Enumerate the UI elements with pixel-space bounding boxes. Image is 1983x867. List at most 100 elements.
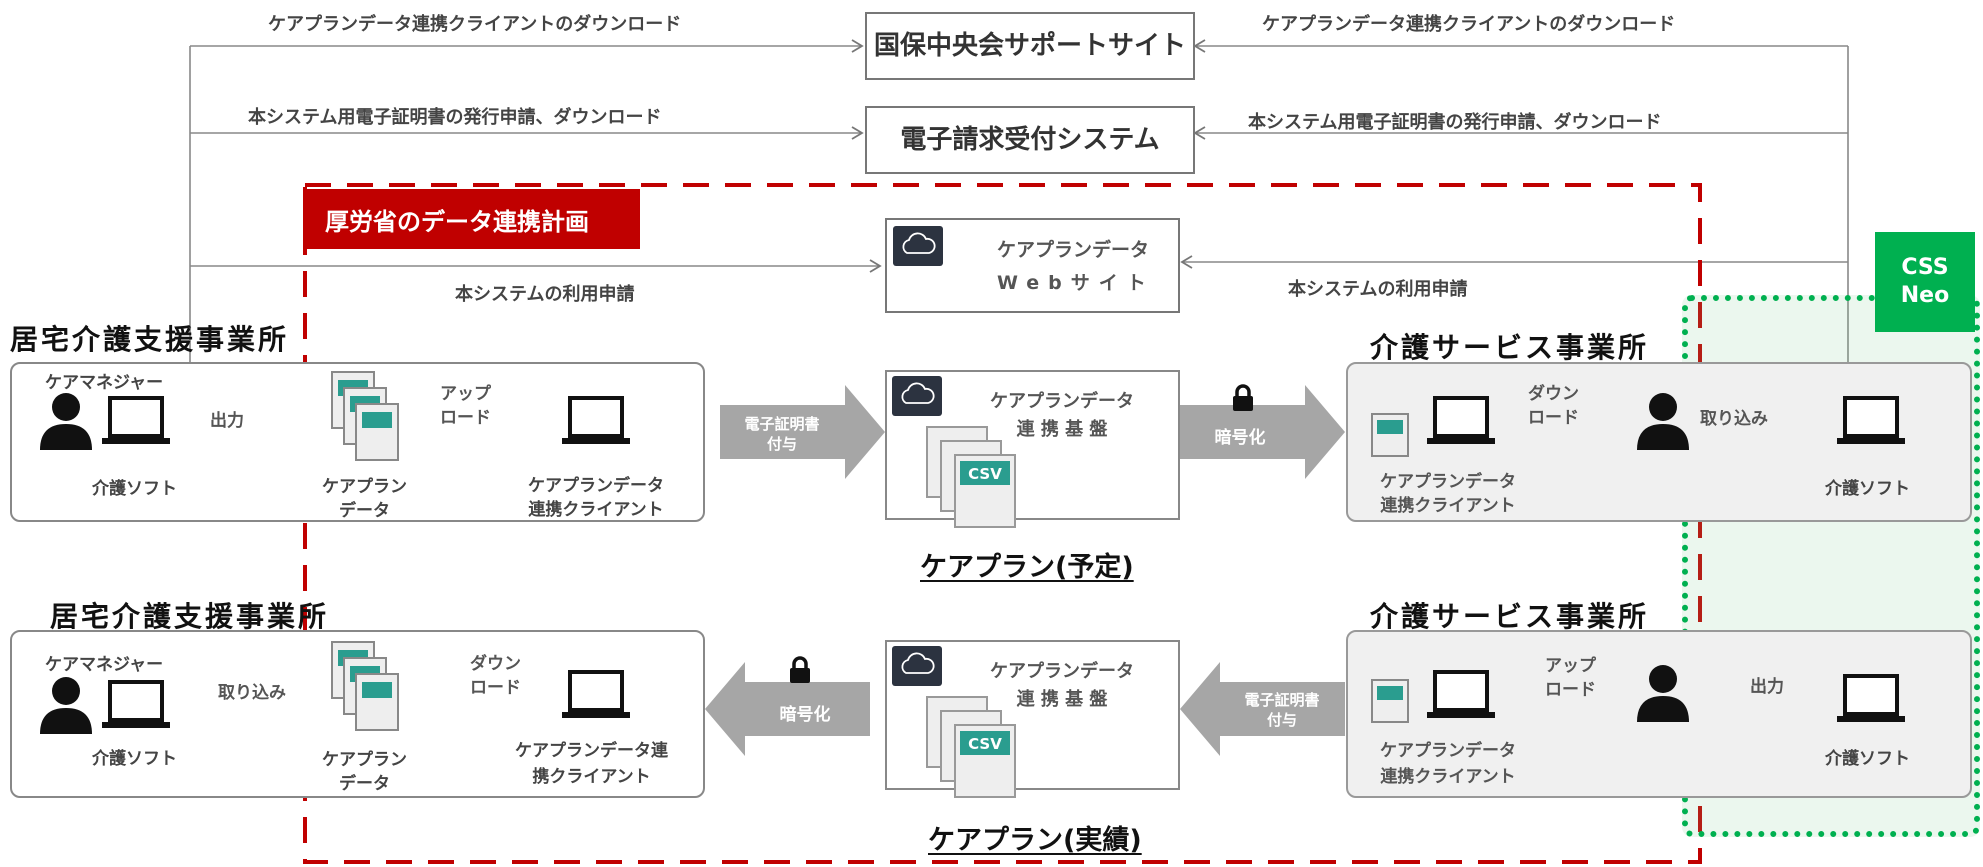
encrypt-label-top: 暗号化 xyxy=(1214,428,1266,448)
download-top-1: ダウン xyxy=(1528,384,1579,404)
platform-label-bottom: ケアプランデータ 連 携 基 盤 xyxy=(990,658,1134,714)
cert-top-1: 電子証明書 xyxy=(744,415,820,433)
website-label-1: ケアプランデータ xyxy=(997,239,1150,261)
link-label-cert-right: 本システム用電子証明書の発行申請、ダウンロード xyxy=(1248,112,1662,133)
upload-bottom-2: ロード xyxy=(1545,680,1596,700)
careplan-data-top-1: ケアプラン xyxy=(322,477,407,497)
upload-label-top-2: ロード xyxy=(440,408,491,428)
careplan-plan-title: ケアプラン(予定) xyxy=(920,552,1134,583)
import-label-top: 取り込み xyxy=(1700,409,1768,429)
service-heading-bottom: 介護サービス事業所 xyxy=(1370,600,1650,633)
platform-bottom-1: ケアプランデータ xyxy=(990,661,1134,682)
css-neo-line1: CSS xyxy=(1901,255,1949,280)
link-label-apply-right: 本システムの利用申請 xyxy=(1288,279,1468,300)
document-icon xyxy=(1371,413,1409,457)
cert-bottom-1: 電子証明書 xyxy=(1244,691,1320,709)
link-label-client-download-left: ケアプランデータ連携クライアントのダウンロード xyxy=(268,14,682,35)
svc-client-top-2: 連携クライアント xyxy=(1380,496,1516,516)
laptop-icon xyxy=(102,680,170,728)
upload-label-top: アップ ロード xyxy=(440,382,491,430)
link-label-apply-left: 本システムの利用申請 xyxy=(455,284,635,305)
laptop-icon xyxy=(562,670,630,718)
person-icon xyxy=(40,393,92,450)
platform-top-2: 連 携 基 盤 xyxy=(1016,419,1108,440)
careplan-website-box[interactable]: ケアプランデータ Webサイト xyxy=(885,218,1180,313)
kaigo-soft-label-bottom: 介護ソフト xyxy=(92,749,177,769)
laptop-icon xyxy=(1837,674,1905,722)
denshi-seikyu-system-box[interactable]: 電子請求受付システム xyxy=(865,106,1195,174)
client-label-top: ケアプランデータ 連携クライアント xyxy=(528,474,664,522)
cloud-icon xyxy=(892,376,942,416)
encrypt-label-bottom: 暗号化 xyxy=(779,705,831,725)
cert-arrow-label-top: 電子証明書 付与 xyxy=(722,414,842,454)
css-neo-line2: Neo xyxy=(1900,283,1950,308)
download-top-2: ロード xyxy=(1528,408,1579,428)
document-stack-icon xyxy=(331,371,399,461)
cert-bottom-2: 付与 xyxy=(1266,711,1297,729)
document-icon xyxy=(1371,679,1409,723)
css-neo-tag: CSS Neo xyxy=(1875,232,1975,332)
download-bottom-1: ダウン xyxy=(470,654,521,674)
cloud-icon xyxy=(893,226,943,266)
website-label-2: Webサイト xyxy=(997,272,1155,294)
service-heading-top: 介護サービス事業所 xyxy=(1370,331,1650,364)
link-label-client-download-right: ケアプランデータ連携クライアントのダウンロード xyxy=(1262,14,1676,35)
client-bottom-2: 携クライアント xyxy=(532,767,651,787)
csv-stack-icon: CSV xyxy=(926,426,1016,528)
care-manager-label-bottom: ケアマネジャー xyxy=(45,655,164,675)
cert-top-2: 付与 xyxy=(766,435,797,453)
laptop-icon xyxy=(1427,670,1495,718)
laptop-icon xyxy=(1837,396,1905,444)
upload-bottom-1: アップ xyxy=(1545,656,1596,676)
svc-client-bottom-1: ケアプランデータ xyxy=(1380,741,1516,761)
care-manager-label-top: ケアマネジャー xyxy=(45,373,164,393)
import-label-bottom: 取り込み xyxy=(218,683,286,703)
kyotaku-heading-top: 居宅介護支援事業所 xyxy=(10,323,290,356)
csv-badge-text-top: CSV xyxy=(968,465,1002,483)
download-bottom-2: ロード xyxy=(470,678,521,698)
platform-label-top: ケアプランデータ 連 携 基 盤 xyxy=(990,388,1134,444)
denshi-seikyu-system-label: 電子請求受付システム xyxy=(900,125,1160,155)
kokuho-support-site-label: 国保中央会サポートサイト xyxy=(873,31,1186,61)
client-top-1: ケアプランデータ xyxy=(528,476,664,496)
csv-stack-icon: CSV xyxy=(926,696,1016,798)
careplan-actual-title: ケアプラン(実績) xyxy=(928,825,1142,856)
csv-badge-text-bottom: CSV xyxy=(968,735,1002,753)
kokuho-support-site-box[interactable]: 国保中央会サポートサイト xyxy=(865,12,1195,80)
svc-soft-label-top: 介護ソフト xyxy=(1825,479,1910,499)
person-icon xyxy=(1637,665,1689,722)
download-label-bottom: ダウン ロード xyxy=(470,652,521,700)
laptop-icon xyxy=(1427,396,1495,444)
client-top-2: 連携クライアント xyxy=(528,500,664,520)
download-label-top: ダウン ロード xyxy=(1528,382,1579,430)
careplan-data-top-2: データ xyxy=(339,501,390,521)
careplan-data-bottom-2: データ xyxy=(339,774,390,794)
careplan-data-label-top: ケアプラン データ xyxy=(322,475,407,523)
careplan-data-bottom-1: ケアプラン xyxy=(322,750,407,770)
svc-soft-label-bottom: 介護ソフト xyxy=(1825,749,1910,769)
careplan-data-label-bottom: ケアプラン データ xyxy=(322,748,407,796)
output-label-top: 出力 xyxy=(210,411,244,431)
client-label-bottom: ケアプランデータ連 携クライアント xyxy=(515,738,668,790)
upload-label-bottom: アップ ロード xyxy=(1545,654,1596,702)
person-icon xyxy=(1637,393,1689,450)
link-label-cert-left: 本システム用電子証明書の発行申請、ダウンロード xyxy=(248,107,662,128)
laptop-icon xyxy=(102,396,170,444)
svc-client-label-top: ケアプランデータ 連携クライアント xyxy=(1380,470,1516,518)
person-icon xyxy=(40,677,92,734)
platform-top-1: ケアプランデータ xyxy=(990,391,1134,412)
laptop-icon xyxy=(562,396,630,444)
svc-client-bottom-2: 連携クライアント xyxy=(1380,767,1516,787)
mhlw-plan-tag: 厚労省のデータ連携計画 xyxy=(303,189,640,249)
platform-bottom-2: 連 携 基 盤 xyxy=(1016,689,1108,710)
document-stack-icon xyxy=(331,641,399,731)
upload-label-top-1: アップ xyxy=(440,384,491,404)
svc-client-label-bottom: ケアプランデータ 連携クライアント xyxy=(1380,738,1516,790)
cloud-icon xyxy=(892,646,942,686)
svc-client-top-1: ケアプランデータ xyxy=(1380,472,1516,492)
kaigo-soft-label-top: 介護ソフト xyxy=(92,479,177,499)
cert-arrow-label-bottom: 電子証明書 付与 xyxy=(1222,690,1342,730)
kyotaku-heading-bottom: 居宅介護支援事業所 xyxy=(50,600,330,633)
client-bottom-1: ケアプランデータ連 xyxy=(515,741,668,761)
lock-icon xyxy=(1233,384,1253,411)
